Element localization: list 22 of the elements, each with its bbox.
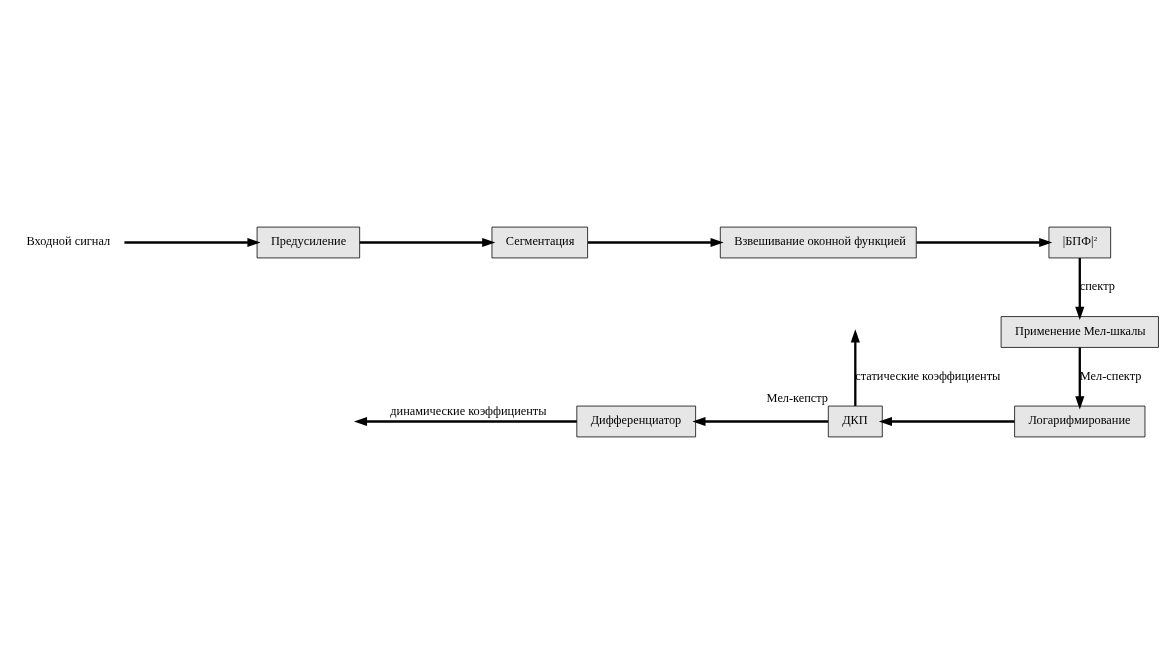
edge-label: статические коэффициенты bbox=[855, 368, 1001, 383]
arrow bbox=[1075, 347, 1085, 410]
node-box: |БПФ|$^{2}$ bbox=[1048, 226, 1112, 259]
node-box: Сегментация bbox=[491, 226, 588, 259]
arrow bbox=[850, 329, 860, 406]
node-box: Дифференциатор bbox=[576, 405, 696, 438]
arrow bbox=[916, 237, 1053, 248]
arrow bbox=[124, 237, 261, 248]
arrow bbox=[587, 237, 724, 248]
node-text: Входной сигнал bbox=[26, 234, 111, 249]
node-box: Применение Мел-шкалы bbox=[1000, 316, 1159, 348]
node-box: Предусиление bbox=[256, 226, 361, 259]
arrow bbox=[353, 416, 577, 427]
node-label: Мел-кепстр bbox=[766, 391, 829, 406]
edge-label: динамические коэффициенты bbox=[390, 404, 547, 419]
arrow bbox=[359, 237, 496, 248]
arrow bbox=[692, 416, 829, 427]
node-box: Логарифмирование bbox=[1014, 405, 1146, 438]
arrow bbox=[878, 416, 1015, 427]
arrow bbox=[1075, 258, 1085, 320]
node-box: ДКП bbox=[827, 405, 883, 438]
node-box: Взвешивание оконной функцией bbox=[719, 226, 917, 259]
